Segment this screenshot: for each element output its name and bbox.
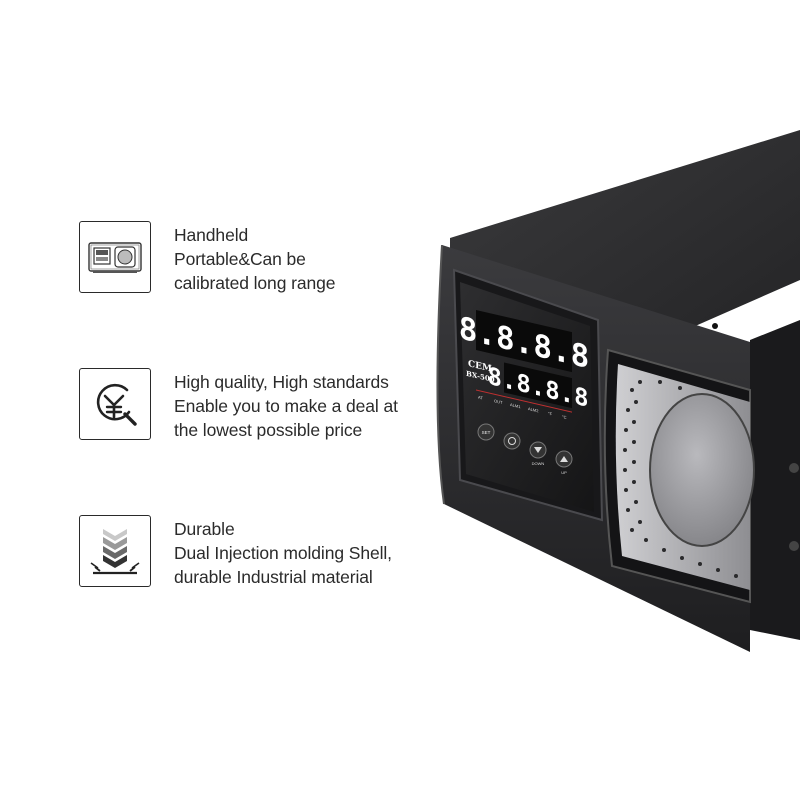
svg-text:UP: UP [561,470,567,475]
feature-line: the lowest possible price [174,420,363,440]
indicator-at: AT [478,395,483,401]
feature-text: Handheld Portable&Can be calibrated long… [174,223,335,295]
up-button: UP [555,450,573,475]
set-button: SET [477,423,495,441]
indicator-alm1: ALM1 [510,402,521,410]
svg-text:SET: SET [482,430,491,435]
feature-line: calibrated long range [174,273,336,293]
indicator-out: OUT [494,398,503,405]
feature-line: durable Industrial material [174,567,373,587]
down-button: DOWN [529,441,547,466]
cavity-lens [649,393,755,547]
svg-text:DOWN: DOWN [532,461,545,466]
feature-title: Handheld [174,225,249,245]
mode-button [503,432,521,450]
feature-text: High quality, High standards Enable you … [174,370,398,442]
feature-line: Portable&Can be [174,249,306,269]
calibrator-device-image: 8.8.8.8 CEM BX-500 8.8.8.8 AT OUT ALM1 A… [420,120,800,660]
cavity-vent-holes [623,380,738,578]
feature-text: Durable Dual Injection molding Shell, du… [174,517,392,589]
indicator-alm2: ALM2 [528,406,539,414]
feature-title: Durable [174,519,235,539]
durable-chevrons-icon [79,515,151,587]
feature-line: Enable you to make a deal at [174,396,398,416]
indicator-c: °C [562,414,567,420]
feature-handheld: Handheld Portable&Can be calibrated long… [79,221,335,295]
feature-quality: High quality, High standards Enable you … [79,368,398,442]
feature-durable: Durable Dual Injection molding Shell, du… [79,515,392,589]
feature-line: Dual Injection molding Shell, [174,543,392,563]
feature-title: High quality, High standards [174,372,389,392]
indicator-f: °F [548,411,553,417]
device-icon [79,221,151,293]
yen-search-icon [79,368,151,440]
